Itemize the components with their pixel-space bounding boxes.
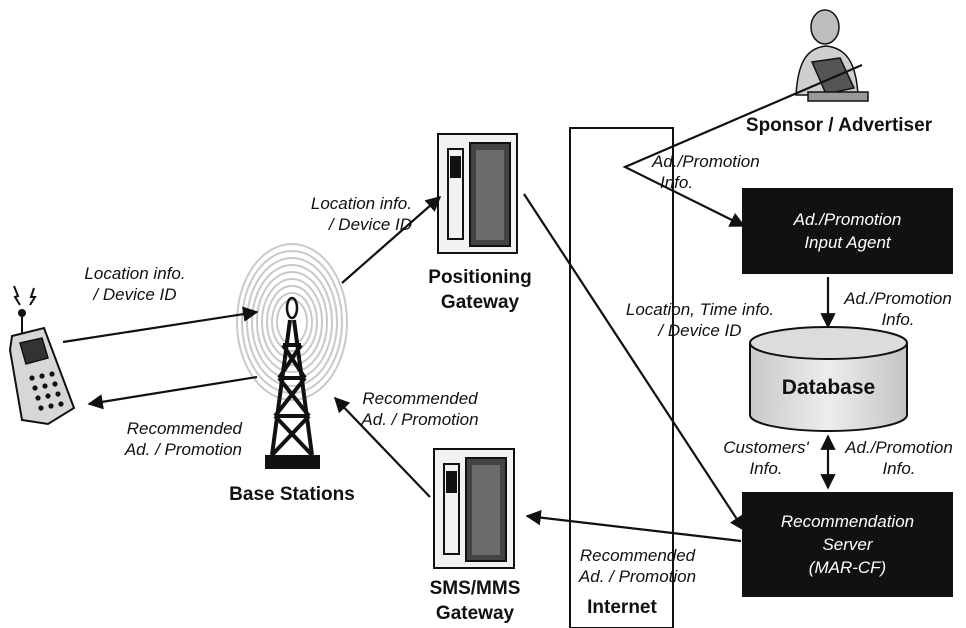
database-cylinder	[749, 326, 908, 432]
arrow-base-to-positioning	[341, 195, 442, 284]
mobile-phone-icon	[8, 285, 76, 426]
arrow-server-to-sms	[525, 509, 742, 543]
label-phone-to-base: Location info./ Device ID	[84, 264, 186, 304]
base-stations-label: Base Stations	[229, 484, 355, 505]
internet-label: Internet	[587, 597, 657, 618]
sponsor-label: Sponsor / Advertiser	[745, 115, 933, 136]
arrow-sms-to-base	[333, 396, 431, 498]
arrow-phone-to-base	[62, 306, 259, 344]
sponsor-person-icon	[795, 9, 869, 102]
internet-region	[569, 127, 674, 628]
label-db-server-left: Customers'Info.	[723, 438, 809, 478]
cell-tower-icon	[236, 243, 348, 469]
arrow-positioning-to-server	[523, 193, 745, 532]
arrow-base-to-phone	[87, 375, 258, 410]
positioning-gateway-server-icon	[437, 133, 518, 254]
database-label: Database	[781, 376, 876, 399]
sms-gateway-server-icon	[433, 448, 515, 569]
label-positioning-to-server: Location, Time info./ Device ID	[625, 300, 775, 340]
label-base-to-positioning: Location info./ Device ID	[310, 194, 412, 234]
arrow-sponsor-to-agent	[622, 63, 863, 227]
